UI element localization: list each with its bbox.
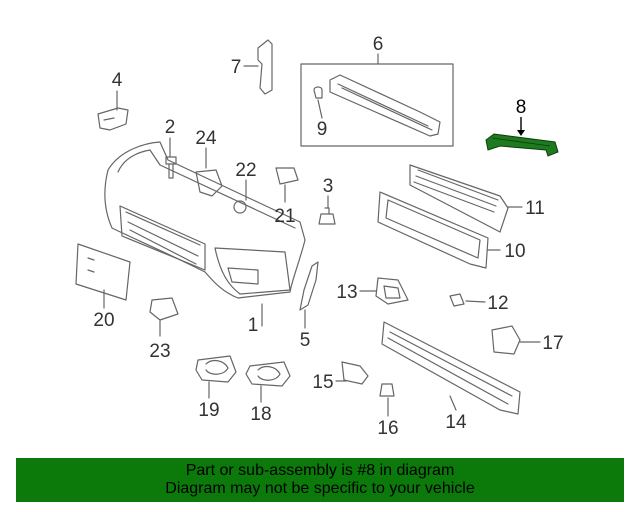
callout-8: 8 — [516, 97, 527, 118]
callout-11: 11 — [525, 198, 545, 219]
banner-line-part: Part or sub-assembly is #8 in diagram — [185, 462, 455, 479]
callout-labels: 1 2 3 4 5 6 7 8 9 10 11 12 13 14 15 16 1… — [93, 34, 563, 439]
part-license-bracket[interactable] — [75, 243, 131, 301]
part-8-highlighted[interactable] — [485, 117, 559, 157]
part-grille-frame[interactable] — [377, 191, 489, 269]
callout-23: 23 — [149, 341, 170, 362]
callout-1: 1 — [248, 315, 259, 336]
callout-18: 18 — [250, 404, 271, 425]
part-fog-lamp-18[interactable] — [245, 361, 291, 387]
callout-10: 10 — [504, 241, 525, 262]
callout-17: 17 — [542, 333, 563, 354]
callout-7: 7 — [231, 57, 242, 78]
part-bracket-4[interactable] — [97, 107, 129, 131]
callout-12: 12 — [487, 293, 508, 314]
part-bumper-cover[interactable] — [104, 141, 306, 299]
part-reinforcement-beam[interactable] — [381, 321, 521, 415]
part-bracket-13[interactable] — [375, 277, 409, 305]
callout-24: 24 — [195, 128, 217, 149]
callout-5: 5 — [300, 330, 311, 351]
callout-15: 15 — [312, 372, 333, 393]
part-bracket-23[interactable] — [149, 297, 179, 321]
part-bracket-7[interactable] — [257, 39, 273, 95]
part-fog-lamp-19[interactable] — [195, 355, 237, 383]
part-bracket-15[interactable] — [341, 361, 369, 385]
callout-9: 9 — [317, 119, 328, 140]
part-sensor-24[interactable] — [195, 169, 223, 197]
part-grille[interactable] — [409, 164, 509, 233]
callout-19: 19 — [198, 400, 219, 421]
info-banner: Part or sub-assembly is #8 in diagram Di… — [16, 458, 624, 502]
callout-13: 13 — [336, 282, 357, 303]
callout-14: 14 — [445, 412, 467, 433]
callout-21: 21 — [274, 206, 295, 227]
part-clip-12[interactable] — [449, 293, 465, 307]
callout-2: 2 — [165, 117, 176, 138]
part-bracket-17[interactable] — [491, 325, 521, 355]
part-clip[interactable] — [318, 207, 336, 225]
part-side-strip[interactable] — [299, 261, 319, 311]
callout-6: 6 — [373, 34, 384, 55]
callout-22: 22 — [235, 160, 256, 181]
part-sensor-21[interactable] — [275, 167, 299, 185]
leader-lines — [103, 53, 541, 417]
part-grommet-22[interactable] — [233, 200, 247, 214]
banner-line-disclaimer: Diagram may not be specific to your vehi… — [165, 480, 475, 497]
callout-4: 4 — [112, 70, 123, 91]
part-6-assembly-box[interactable] — [300, 63, 454, 147]
callout-16: 16 — [377, 418, 398, 439]
callout-20: 20 — [93, 310, 114, 331]
part-clip-16[interactable] — [379, 383, 395, 397]
parts-diagram: 1 2 3 4 5 6 7 8 9 10 11 12 13 14 15 16 1… — [75, 34, 564, 439]
callout-3: 3 — [323, 176, 334, 197]
part-bolt[interactable] — [165, 156, 177, 179]
